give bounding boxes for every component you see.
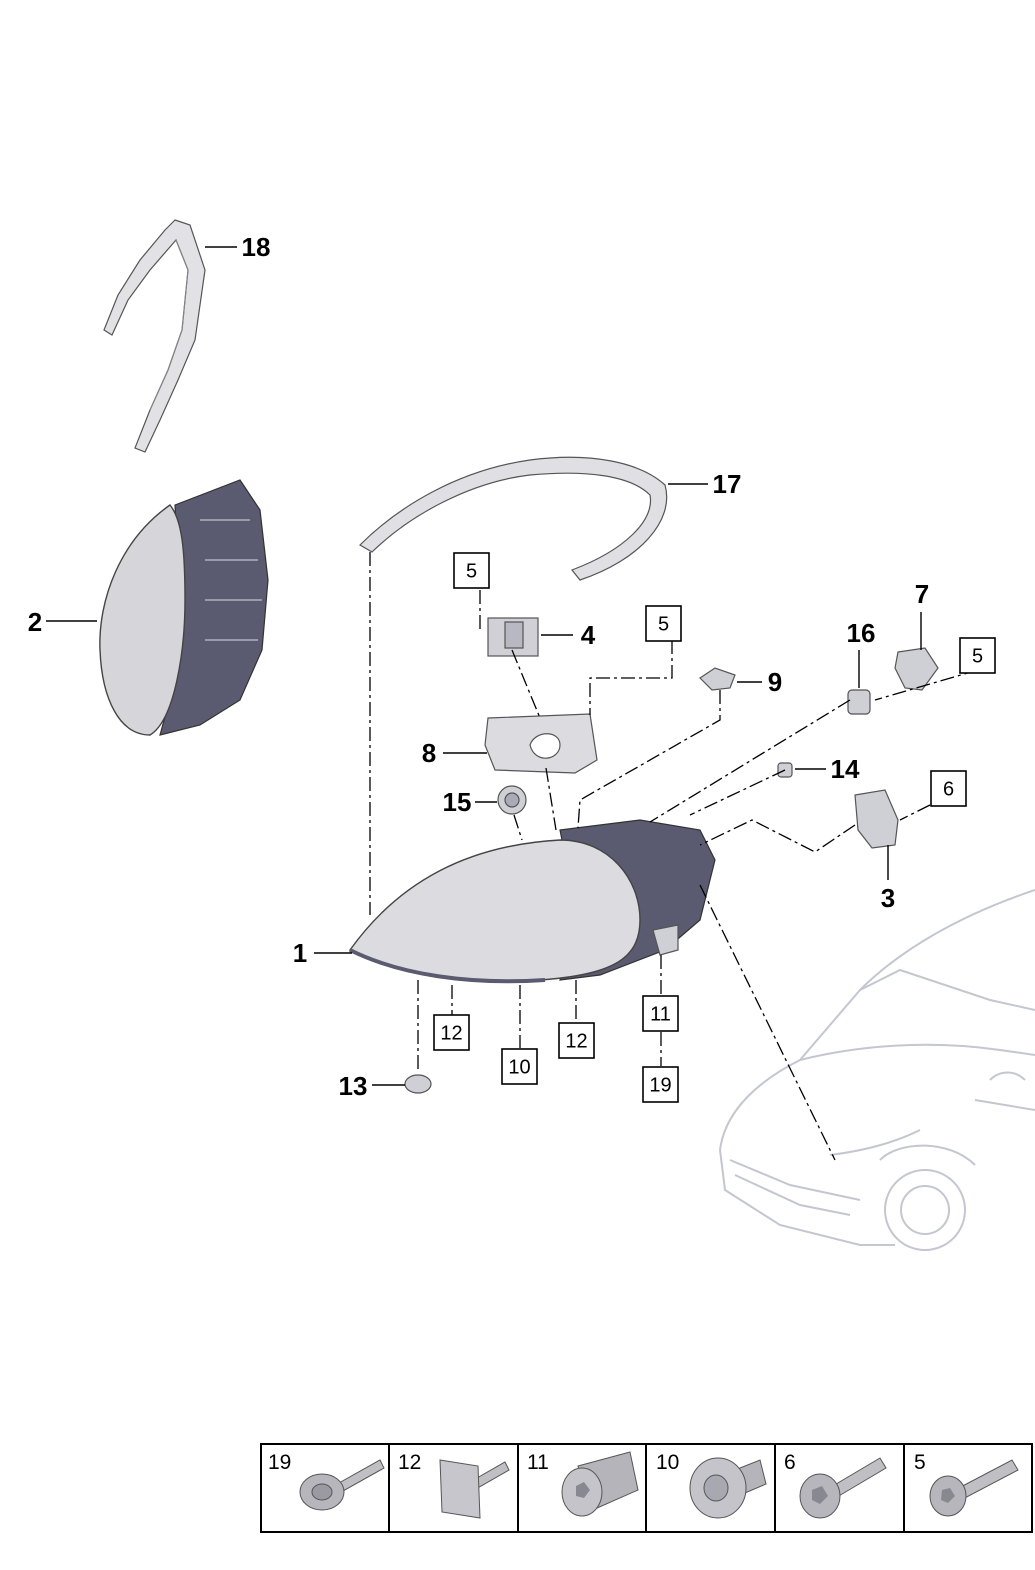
square-head-bolt-icon (439, 1459, 510, 1519)
svg-text:5: 5 (972, 646, 983, 668)
ref-box-5-b: 5 (645, 605, 682, 642)
part-16-actuator (847, 689, 871, 715)
callout-8: 8 (422, 738, 436, 768)
callout-18: 18 (242, 232, 271, 262)
part-2-headlamp-rear (99, 479, 269, 736)
legend-cell-6: 6 (784, 1451, 887, 1519)
part-9-clip (699, 667, 736, 691)
callout-13: 13 (339, 1071, 368, 1101)
part-17-upper-seal (359, 456, 668, 581)
callout-15: 15 (443, 787, 472, 817)
callout-17: 17 (713, 469, 742, 499)
part-11-mount (652, 924, 679, 956)
part-15-cap (497, 785, 527, 815)
callout-4: 4 (581, 620, 596, 650)
svg-text:12: 12 (398, 1451, 421, 1474)
ref-box-11: 11 (642, 995, 679, 1032)
part-8-bracket (484, 713, 598, 774)
boxed-references: 5 5 5 6 12 10 12 11 (433, 552, 996, 1103)
legend-cell-5: 5 (914, 1451, 1019, 1517)
callout-2: 2 (28, 607, 42, 637)
vehicle-silhouette (719, 889, 1035, 1251)
svg-text:6: 6 (943, 779, 954, 801)
svg-text:10: 10 (656, 1451, 679, 1474)
svg-text:11: 11 (527, 1451, 549, 1474)
svg-text:10: 10 (508, 1057, 530, 1079)
svg-text:12: 12 (440, 1023, 462, 1045)
svg-text:11: 11 (650, 1004, 671, 1026)
callout-7: 7 (915, 579, 929, 609)
callout-labels: 1 2 3 4 7 8 9 13 14 15 16 17 18 (28, 232, 929, 1101)
callout-16: 16 (847, 618, 876, 648)
part-18-seal (103, 219, 206, 453)
svg-text:12: 12 (565, 1031, 587, 1053)
fastener-legend: 19 12 11 10 (260, 1443, 1033, 1533)
legend-cell-11: 11 (527, 1451, 639, 1517)
threaded-insert-icon (561, 1451, 639, 1517)
ref-box-5-c: 5 (959, 637, 996, 674)
callout-3: 3 (881, 883, 895, 913)
flange-bolt-icon (799, 1457, 887, 1519)
svg-text:5: 5 (658, 614, 669, 636)
part-7-holder (894, 647, 939, 691)
ref-box-12-b: 12 (558, 1022, 595, 1059)
part-4-module (487, 617, 539, 657)
callout-9: 9 (768, 667, 782, 697)
ref-box-6: 6 (930, 770, 967, 807)
callout-1: 1 (293, 938, 307, 968)
screw-with-washer-icon (689, 1457, 767, 1519)
ref-box-10: 10 (501, 1048, 538, 1085)
part-1-headlamp (348, 819, 716, 984)
legend-cell-10: 10 (656, 1451, 767, 1519)
svg-text:6: 6 (784, 1451, 796, 1474)
legend-cell-12: 12 (398, 1451, 510, 1519)
legend-cell-19: 19 (268, 1451, 385, 1511)
part-13-grommet (404, 1074, 432, 1094)
svg-text:19: 19 (649, 1075, 671, 1097)
callout-14: 14 (831, 754, 860, 784)
svg-text:5: 5 (914, 1451, 926, 1474)
ref-box-19: 19 (642, 1066, 679, 1103)
screw-with-collar-icon (299, 1459, 385, 1511)
ref-box-5-a: 5 (453, 552, 490, 589)
assembly-lines (369, 552, 979, 1161)
leader-lines (46, 246, 922, 1086)
part-3-control-unit (854, 789, 899, 849)
svg-text:19: 19 (268, 1451, 291, 1474)
torx-bolt-icon (929, 1459, 1019, 1517)
ref-box-12-a: 12 (433, 1014, 470, 1051)
svg-text:5: 5 (466, 561, 477, 583)
